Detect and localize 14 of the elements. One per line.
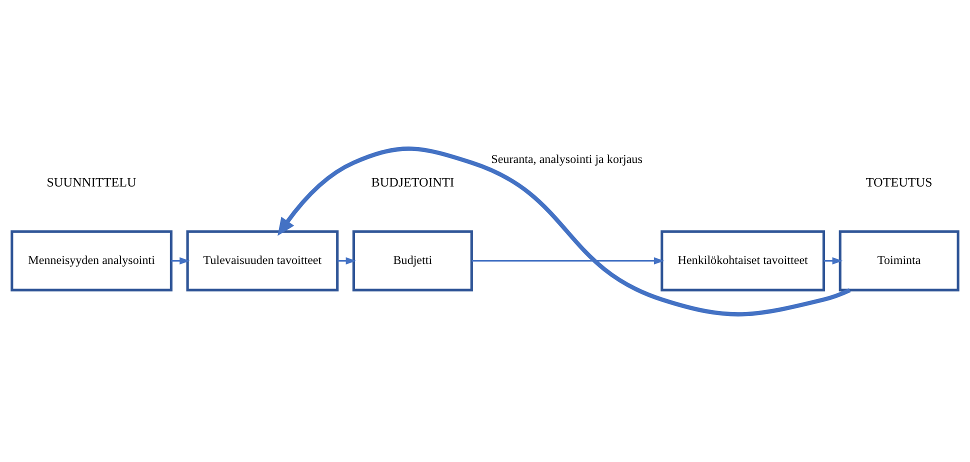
node-box: Tulevaisuuden tavoitteet [186,230,339,291]
label: BUDJETOINTI [371,174,454,189]
arrow [824,256,843,264]
label: SUUNNITTELU [46,174,136,189]
node-box: Henkilökohtaiset tavoitteet [660,230,826,291]
arrow [171,256,190,264]
arrow [278,146,851,316]
label: TOTEUTUS [866,174,932,189]
node-box: Menneisyyden analysointi [10,230,172,291]
arrow [472,256,664,264]
arrow [338,256,356,264]
node-box: Toiminta [838,230,960,291]
edge-label: Seuranta, analysointi ja korjaus [491,151,642,166]
node-box: Budjetti [352,230,473,291]
